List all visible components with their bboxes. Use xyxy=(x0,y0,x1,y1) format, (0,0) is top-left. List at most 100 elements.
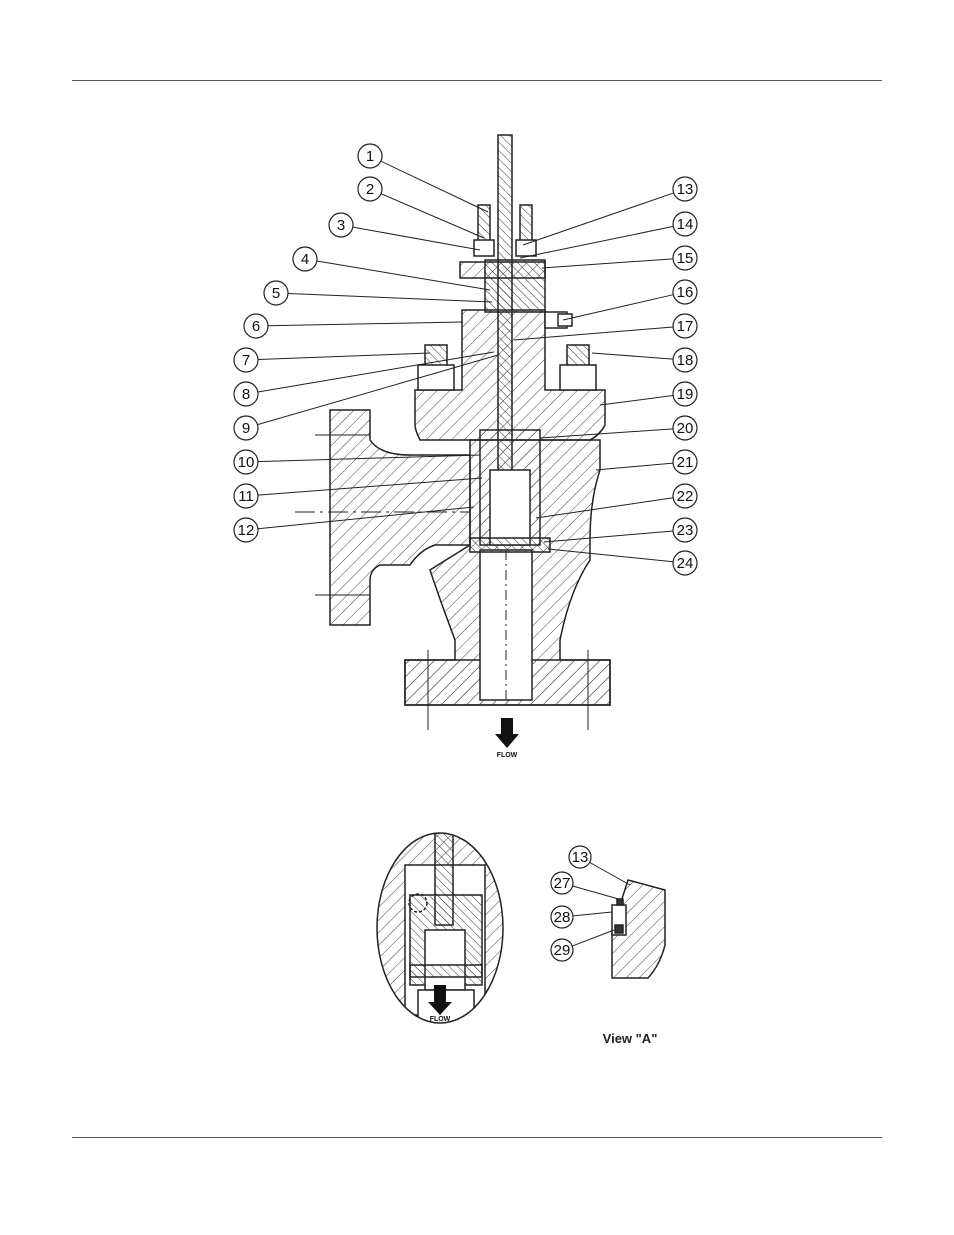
callout-label: 7 xyxy=(242,352,250,369)
valve-section-view xyxy=(295,134,611,730)
callout-circle xyxy=(672,347,698,373)
callout-circle xyxy=(328,212,354,238)
callout-circle xyxy=(672,211,698,237)
callout-label: 21 xyxy=(677,454,694,471)
callout-label: 15 xyxy=(677,250,694,267)
gland-nut-left xyxy=(473,239,495,257)
callout-leader xyxy=(599,395,674,406)
callout-circle xyxy=(672,483,698,509)
callout-circle xyxy=(672,245,698,271)
bonnet-nut-left xyxy=(417,364,455,391)
callout-leader xyxy=(257,506,475,530)
detail-callout-circle xyxy=(550,871,574,895)
callout-circle xyxy=(243,313,269,339)
callout-label: 11 xyxy=(238,488,254,505)
callout-leader xyxy=(257,454,481,463)
callout-circle xyxy=(672,449,698,475)
detail-flow-arrow: FLOW xyxy=(428,985,452,1023)
plug xyxy=(489,469,531,546)
detail-callout-leader xyxy=(572,885,623,901)
callout-circle xyxy=(292,246,318,272)
callout-label: 8 xyxy=(242,386,250,403)
callout-label: 9 xyxy=(242,420,250,437)
detail-flow-label: FLOW xyxy=(430,1016,451,1023)
callout-circle xyxy=(672,279,698,305)
detail-callout-leader xyxy=(572,929,615,947)
callout-label: 20 xyxy=(677,420,694,437)
callout-circle xyxy=(233,449,259,475)
callout-label: 13 xyxy=(677,181,694,198)
callout-label: 19 xyxy=(677,386,694,403)
callout-leader xyxy=(257,477,483,496)
detail-seat xyxy=(409,964,483,978)
detail-callout-circle xyxy=(568,845,592,869)
callout-circle xyxy=(233,517,259,543)
callout-label: 2 xyxy=(366,181,374,198)
callout-circle xyxy=(672,381,698,407)
callout-leader xyxy=(543,530,674,543)
callout-leader xyxy=(595,462,674,471)
callout-circle xyxy=(233,381,259,407)
callout-circle xyxy=(672,313,698,339)
detail-stem xyxy=(434,833,454,926)
callout-leader xyxy=(257,354,499,426)
callout-label: 3 xyxy=(337,217,345,234)
callout-leader xyxy=(267,321,463,327)
callout-leader xyxy=(352,226,481,251)
callout-leader xyxy=(287,293,493,303)
detail-plug xyxy=(424,929,466,991)
callout-leader xyxy=(257,352,431,361)
callout-leader xyxy=(539,428,674,439)
callout-circle xyxy=(263,280,289,306)
callout-leader xyxy=(535,497,674,519)
bonnet-nut-right xyxy=(559,364,597,391)
callout-leader xyxy=(522,192,674,246)
callout-leader xyxy=(513,326,674,341)
footer-rule xyxy=(72,1137,882,1138)
callout-leader xyxy=(257,351,495,393)
callout-circle xyxy=(672,517,698,543)
callout-leader xyxy=(316,260,491,291)
view-a-label: View "A" xyxy=(603,1031,658,1046)
flow-arrow: FLOW xyxy=(495,718,519,759)
detail-callout-label: 27 xyxy=(554,875,571,892)
callout-label: 16 xyxy=(677,284,694,301)
detail-callout-circle xyxy=(550,938,574,962)
detail-view-a-marker xyxy=(408,893,428,913)
callout-leader xyxy=(547,548,674,563)
callout-leader xyxy=(562,294,674,321)
callout-leader xyxy=(591,352,674,360)
callout-leader xyxy=(380,160,489,213)
callout-leader xyxy=(519,225,674,259)
callout-circle xyxy=(357,176,383,202)
callout-circle xyxy=(672,415,698,441)
callout-label: 14 xyxy=(677,216,694,233)
detail-callout-circle xyxy=(550,905,574,929)
callout-label: 4 xyxy=(301,251,309,268)
callout-label: 22 xyxy=(677,488,694,505)
callout-label: 18 xyxy=(677,352,694,369)
flow-label: FLOW xyxy=(497,752,518,759)
detail-callout-leader xyxy=(589,861,631,886)
detail-callout-label: 13 xyxy=(572,849,589,866)
callout-circle xyxy=(233,347,259,373)
detail-callout-leader xyxy=(572,911,613,917)
callout-circle xyxy=(672,550,698,576)
callout-label: 23 xyxy=(677,522,694,539)
callout-label: 24 xyxy=(677,555,694,572)
callout-circle xyxy=(233,483,259,509)
callout-leader xyxy=(541,258,674,269)
callout-circle xyxy=(233,415,259,441)
detail-callout-label: 28 xyxy=(554,909,571,926)
callout-label: 5 xyxy=(272,285,280,302)
callout-label: 17 xyxy=(677,318,694,335)
view-a-detail xyxy=(611,879,666,979)
detail-callout-label: 29 xyxy=(554,942,571,959)
callout-label: 1 xyxy=(366,148,374,165)
callout-label: 6 xyxy=(252,318,260,335)
header-rule xyxy=(72,80,882,81)
callout-leader xyxy=(380,193,485,239)
